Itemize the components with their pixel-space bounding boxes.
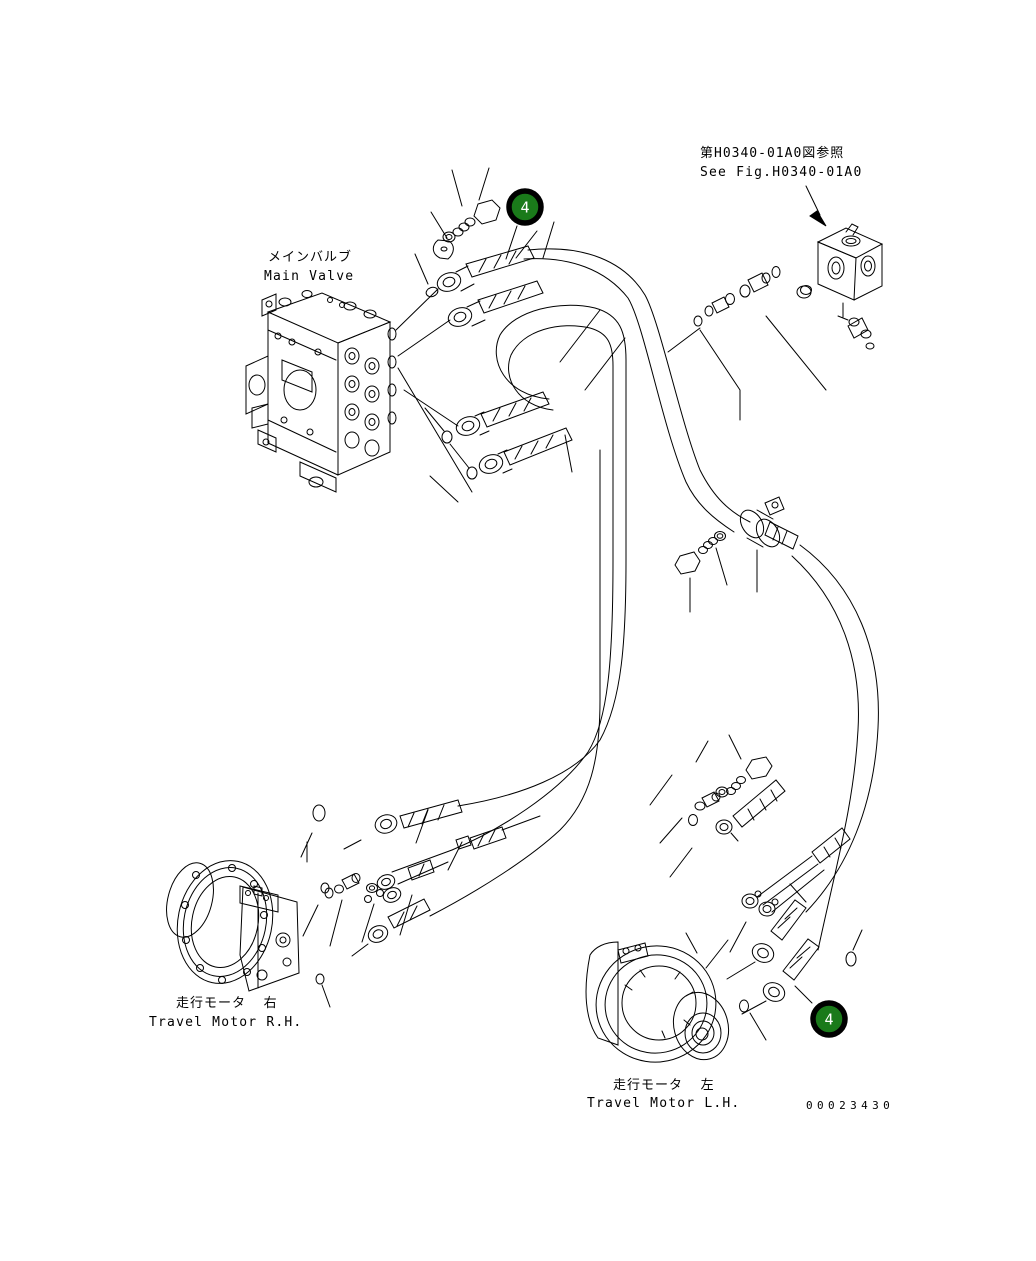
top-bolt-and-washer (432, 199, 501, 260)
callout-4-bottom-number: 4 (824, 1011, 833, 1029)
hose-hatch-segments (387, 245, 851, 981)
travel-motor-rh-label-jp: 走行モータ 右 (176, 996, 278, 1011)
rh-port-fittings (300, 804, 463, 947)
callout-4-bottom[interactable]: 4 (810, 1000, 848, 1038)
drawing-number: 00023430 (806, 1099, 895, 1112)
callout-leaders (505, 225, 813, 1004)
travel-motor-lh-label-en: Travel Motor L.H. (587, 1096, 741, 1111)
main-valve-label-en: Main Valve (264, 269, 355, 284)
main-valve-leaders (395, 167, 626, 503)
reference-arrow (805, 185, 827, 227)
pilot-line-fittings (667, 266, 827, 421)
travel-motor-rh-drawing (166, 841, 331, 1008)
travel-motor-lh-drawing (585, 941, 730, 1063)
travel-motor-rh-label-en: Travel Motor R.H. (149, 1015, 303, 1030)
travel-motor-lh-label-jp: 走行モータ 左 (613, 1078, 715, 1093)
hose-clamp (674, 496, 785, 613)
main-valve-label-jp: メインバルブ (268, 250, 353, 265)
callout-4-top[interactable]: 4 (506, 188, 544, 226)
callout-4-top-number: 4 (520, 199, 529, 217)
lh-port-fittings (649, 734, 863, 1041)
pilot-valve-block (796, 223, 884, 350)
reference-note-jp: 第H0340-01A0図参照 (700, 146, 845, 161)
hose-flange-fittings (367, 265, 786, 1002)
reference-note-en: See Fig.H0340-01A0 (700, 165, 863, 180)
main-valve-block (245, 290, 397, 493)
